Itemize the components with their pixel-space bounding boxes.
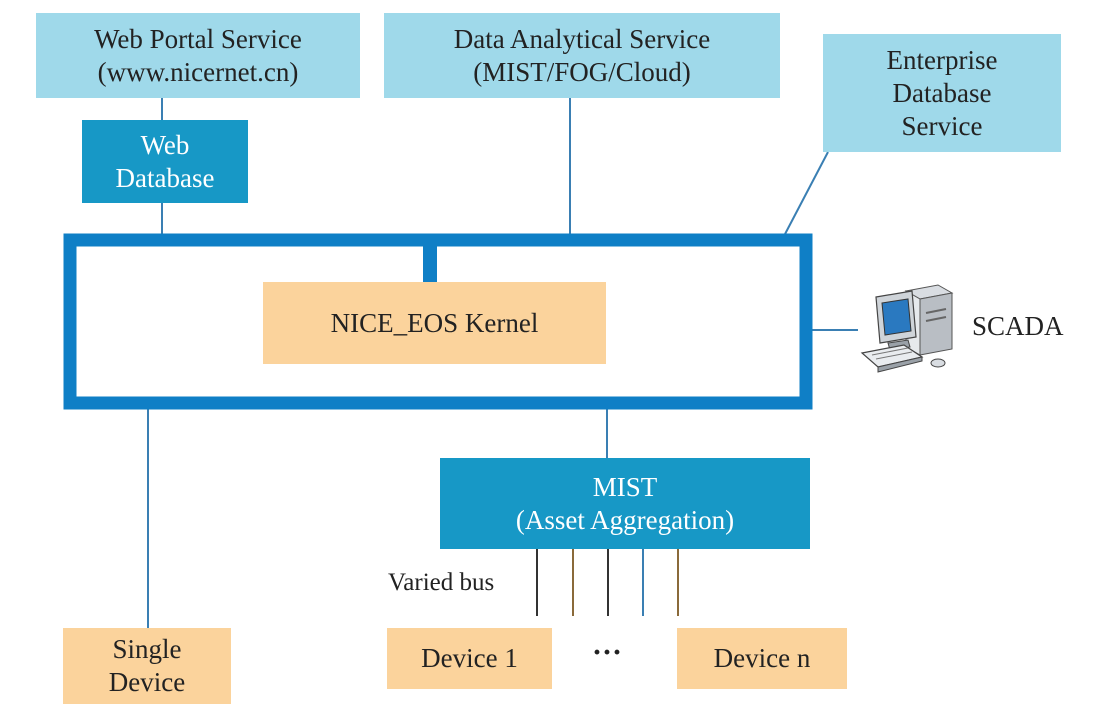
single-device-box: Single Device <box>63 628 231 704</box>
single-device-line-1: Single <box>112 634 182 664</box>
mist-title: MIST <box>592 471 658 502</box>
kernel-frame-tab <box>423 246 437 282</box>
kernel-frame <box>63 233 813 410</box>
device-ellipsis: ··· <box>592 636 623 669</box>
kernel-label: NICE_EOS Kernel <box>330 307 539 338</box>
enterprise-line-3: Service <box>901 110 983 141</box>
data-analytical-subtitle: (MIST/FOG/Cloud) <box>473 56 691 87</box>
enterprise-line-2: Database <box>892 77 992 108</box>
scada-label: SCADA <box>972 311 1064 341</box>
nice-eos-kernel-box: NICE_EOS Kernel <box>263 282 606 364</box>
web-database-line-2: Database <box>115 162 215 193</box>
varied-bus-label: Varied bus <box>388 569 495 596</box>
mist-asset-aggregation-box: MIST (Asset Aggregation) <box>440 458 810 549</box>
web-portal-url: (www.nicernet.cn) <box>97 56 299 87</box>
enterprise-database-service-box: Enterprise Database Service <box>823 34 1061 152</box>
device-n-label: Device n <box>713 643 811 673</box>
web-portal-service-box: Web Portal Service (www.nicernet.cn) <box>36 13 360 98</box>
web-database-box: Web Database <box>82 120 248 203</box>
device-n-box: Device n <box>677 628 847 689</box>
single-device-line-2: Device <box>108 667 186 697</box>
mist-subtitle: (Asset Aggregation) <box>515 504 735 535</box>
connector-enterprise-frame <box>783 151 829 237</box>
data-analytical-title: Data Analytical Service <box>453 23 711 54</box>
computer-icon <box>860 284 954 373</box>
web-database-line-1: Web <box>140 129 190 160</box>
device-1-label: Device 1 <box>421 643 518 673</box>
data-analytical-service-box: Data Analytical Service (MIST/FOG/Cloud) <box>384 13 780 98</box>
web-portal-title: Web Portal Service <box>94 23 302 54</box>
device-1-box: Device 1 <box>387 628 552 689</box>
enterprise-line-1: Enterprise <box>886 44 998 75</box>
